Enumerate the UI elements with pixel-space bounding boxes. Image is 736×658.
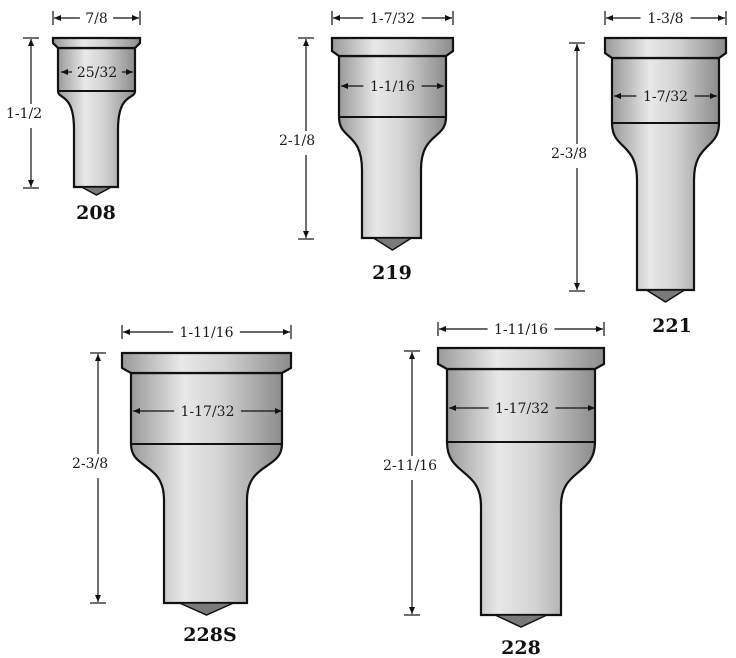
punch-221: 1-3/8 1-7/32 2-3/8 221 <box>551 11 728 337</box>
punch-body <box>445 367 597 617</box>
height-dimension: 2-3/8 <box>72 352 108 604</box>
overall-width-dimension: 1-11/16 <box>121 325 292 341</box>
punch-body <box>610 56 721 292</box>
punch-219: 1-7/32 1-1/16 2-1/8 219 <box>279 11 455 284</box>
inner-width-dimension: 1-1/16 <box>341 79 444 95</box>
model-label: 219 <box>372 262 412 284</box>
punch-228S: 1-11/16 1-17/32 2-3/8 228S <box>72 325 293 646</box>
inner-width-dimension: 1-17/32 <box>133 404 282 420</box>
punch-body <box>56 46 137 189</box>
height-dimension: 2-1/8 <box>279 37 315 240</box>
punch-head <box>603 36 728 60</box>
height-dimension: 2-3/8 <box>551 42 587 292</box>
punch-tip <box>370 237 415 251</box>
model-label: 228 <box>501 637 541 658</box>
overall-width-dimension-text: 1-11/16 <box>494 322 548 338</box>
overall-width-dimension: 1-7/32 <box>331 11 454 27</box>
model-label: 221 <box>652 315 692 337</box>
punch-head <box>330 36 455 58</box>
overall-width-dimension: 1-11/16 <box>437 322 605 338</box>
model-label: 228S <box>183 624 236 646</box>
overall-width-dimension-text: 7/8 <box>85 11 108 27</box>
height-dimension: 2-11/16 <box>383 350 437 616</box>
inner-width-dimension-text: 1-7/32 <box>643 89 688 105</box>
punch-208: 7/8 25/32 1-1/2 208 <box>6 11 142 224</box>
height-dimension-text: 2-11/16 <box>383 458 437 474</box>
model-label: 208 <box>76 202 116 224</box>
punch-body <box>337 54 448 240</box>
inner-width-dimension-text: 1-17/32 <box>495 401 549 417</box>
height-dimension-text: 2-3/8 <box>551 146 587 162</box>
punch-tip <box>643 289 688 303</box>
punch-body <box>129 371 284 605</box>
punch-head <box>120 351 293 375</box>
overall-width-dimension-text: 1-3/8 <box>647 11 683 27</box>
punch-tip <box>494 614 548 628</box>
overall-width-dimension-text: 1-7/32 <box>370 11 415 27</box>
inner-width-dimension: 25/32 <box>61 65 133 81</box>
inner-width-dimension: 1-7/32 <box>614 89 717 105</box>
height-dimension-text: 2-3/8 <box>72 456 108 472</box>
overall-width-dimension: 7/8 <box>52 11 141 27</box>
height-dimension-text: 1-1/2 <box>6 106 42 122</box>
inner-width-dimension-text: 25/32 <box>77 65 117 81</box>
inner-width-dimension: 1-17/32 <box>449 401 595 417</box>
punch-head <box>51 36 142 50</box>
height-dimension: 1-1/2 <box>6 37 42 189</box>
punch-tip <box>81 186 112 196</box>
punch-head <box>436 346 606 371</box>
height-dimension-text: 2-1/8 <box>279 133 315 149</box>
overall-width-dimension: 1-3/8 <box>604 11 727 27</box>
inner-width-dimension-text: 1-1/16 <box>370 79 415 95</box>
inner-width-dimension-text: 1-17/32 <box>181 404 235 420</box>
punch-tip <box>179 602 234 616</box>
punch-228: 1-11/16 1-17/32 2-11/16 228 <box>383 322 606 658</box>
overall-width-dimension-text: 1-11/16 <box>180 325 234 341</box>
